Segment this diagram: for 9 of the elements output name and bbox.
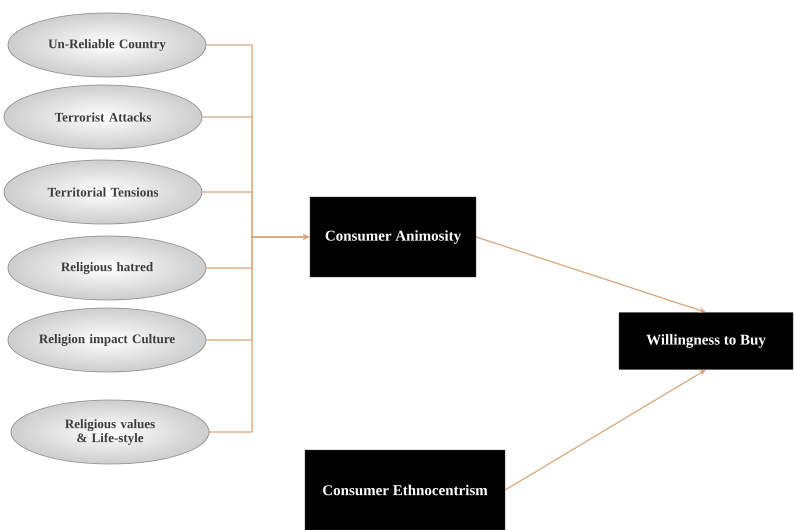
ellipse-node: Territorial Tensions: [4, 160, 202, 224]
ellipse-node: Terrorist Attacks: [4, 84, 202, 150]
concept-box: Consumer Animosity: [310, 196, 476, 278]
concept-box: Consumer Ethnocentrism: [304, 450, 506, 530]
ellipse-node: Religious values & Life-style: [10, 400, 210, 464]
ellipse-node: Religion impact Culture: [8, 308, 206, 372]
concept-box: Willingness to Buy: [618, 312, 794, 370]
ellipse-node: Religious hatred: [8, 236, 206, 300]
ellipse-node: Un-Reliable Country: [8, 12, 206, 78]
